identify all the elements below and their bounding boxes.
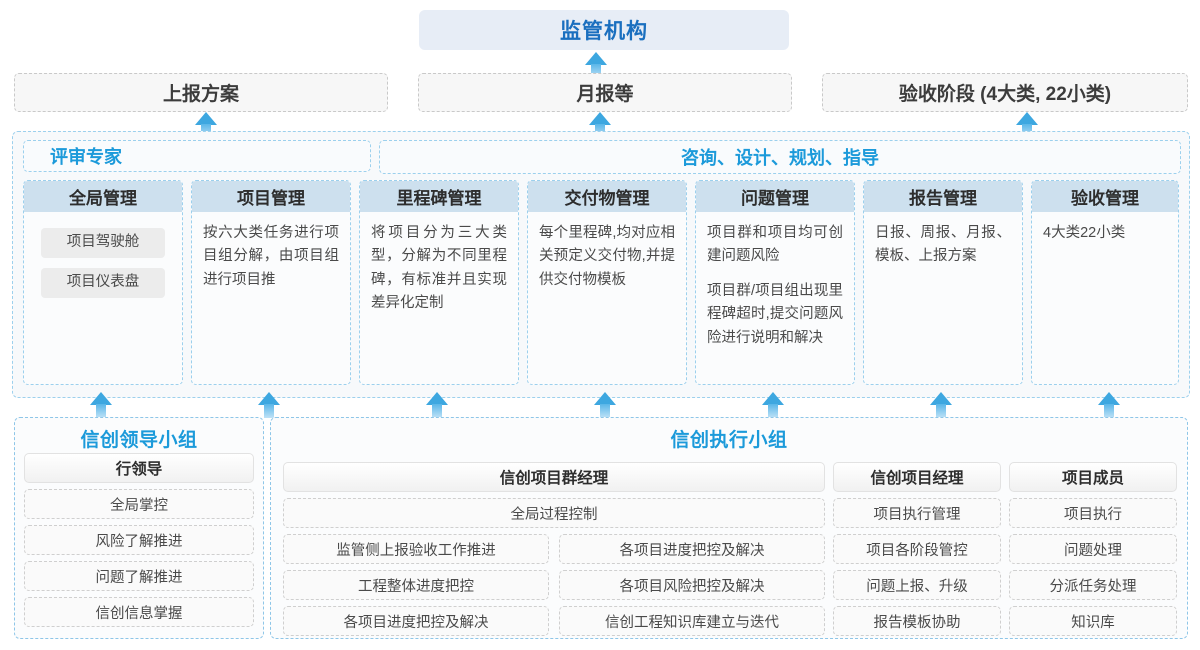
module-text: 将项目分为三大类型，分解为不同里程碑，有标准并且实现差异化定制 (371, 225, 507, 312)
execution-column-project-member: 项目成员 项目执行 问题处理 分派任务处理 知识库 (1009, 462, 1177, 642)
role-band-label: 咨询、设计、规划、指导 (681, 148, 879, 168)
arrow-up-icon-col-1 (90, 392, 112, 418)
role-band-reviewers: 评审专家 (23, 140, 371, 172)
role-band-consulting: 咨询、设计、规划、指导 (379, 140, 1181, 174)
arrow-up-icon-to-regulator (585, 52, 607, 78)
duty-item[interactable]: 监管侧上报验收工作推进 (283, 534, 549, 564)
module-text: 4大类22小类 (1043, 225, 1126, 241)
duty-item[interactable]: 项目执行 (1009, 498, 1177, 528)
module-body: 按六大类任务进行项目组分解，由项目组进行项目推 (192, 212, 350, 292)
arrow-up-icon-col-2 (258, 392, 280, 418)
duty-item[interactable]: 问题上报、升级 (833, 570, 1001, 600)
arrow-up-icon-col-3 (426, 392, 448, 418)
module-column-global[interactable]: 全局管理 项目驾驶舱 项目仪表盘 (23, 180, 183, 385)
role-band-label: 评审专家 (50, 147, 122, 167)
module-chip[interactable]: 项目驾驶舱 (41, 228, 165, 258)
group-title-leadership: 信创领导小组 (80, 430, 198, 451)
execution-group-panel: 信创执行小组 信创项目群经理 全局过程控制 监管侧上报验收工作推进 工程整体进度… (270, 417, 1188, 639)
module-chip[interactable]: 项目仪表盘 (41, 268, 165, 298)
duty-item[interactable]: 各项目进度把控及解决 (559, 534, 825, 564)
arrow-up-icon-col-4 (594, 392, 616, 418)
module-body: 将项目分为三大类型，分解为不同里程碑，有标准并且实现差异化定制 (360, 212, 518, 316)
module-text: 按六大类任务进行项目组分解，由项目组进行项目推 (203, 225, 339, 288)
module-header: 报告管理 (864, 181, 1022, 212)
module-body: 4大类22小类 (1032, 212, 1178, 245)
execution-column-program-manager: 信创项目群经理 全局过程控制 监管侧上报验收工作推进 工程整体进度把控 各项目进… (283, 462, 825, 642)
duty-item[interactable]: 风险了解推进 (24, 525, 254, 555)
report-box-acceptance: 验收阶段 (4大类, 22小类) (822, 73, 1188, 112)
module-body: 每个里程碑,均对应相关预定义交付物,并提供交付物模板 (528, 212, 686, 292)
regulator-box: 监管机构 (419, 10, 789, 50)
group-title-execution: 信创执行小组 (670, 430, 788, 451)
module-text: 日报、周报、月报、模板、上报方案 (875, 225, 1011, 265)
module-header: 交付物管理 (528, 181, 686, 212)
duty-item[interactable]: 项目各阶段管控 (833, 534, 1001, 564)
arrow-up-icon-col-5 (762, 392, 784, 418)
duty-item[interactable]: 信创工程知识库建立与迭代 (559, 606, 825, 636)
role-head-project-manager[interactable]: 信创项目经理 (833, 462, 1001, 492)
duty-item[interactable]: 全局掌控 (24, 489, 254, 519)
module-column-report[interactable]: 报告管理 日报、周报、月报、模板、上报方案 (863, 180, 1023, 385)
duty-item[interactable]: 知识库 (1009, 606, 1177, 636)
module-header: 问题管理 (696, 181, 854, 212)
module-column-deliverable[interactable]: 交付物管理 每个里程碑,均对应相关预定义交付物,并提供交付物模板 (527, 180, 687, 385)
execution-column-project-manager: 信创项目经理 项目执行管理 项目各阶段管控 问题上报、升级 报告模板协助 (833, 462, 1001, 642)
module-column-milestone[interactable]: 里程碑管理 将项目分为三大类型，分解为不同里程碑，有标准并且实现差异化定制 (359, 180, 519, 385)
module-header: 全局管理 (24, 181, 182, 212)
module-body: 项目群和项目均可创建问题风险 项目群/项目组出现里程碑超时,提交问题风险进行说明… (696, 212, 854, 350)
module-header: 项目管理 (192, 181, 350, 212)
module-body: 项目驾驶舱 项目仪表盘 (24, 212, 182, 298)
module-body: 日报、周报、月报、模板、上报方案 (864, 212, 1022, 269)
module-column-project[interactable]: 项目管理 按六大类任务进行项目组分解，由项目组进行项目推 (191, 180, 351, 385)
role-head-project-member[interactable]: 项目成员 (1009, 462, 1177, 492)
module-text: 项目群和项目均可创建问题风险 (707, 225, 843, 265)
module-header: 里程碑管理 (360, 181, 518, 212)
duty-item[interactable]: 项目执行管理 (833, 498, 1001, 528)
leadership-group-content: 行领导 全局掌控 风险了解推进 问题了解推进 信创信息掌握 (24, 453, 254, 633)
duty-item[interactable]: 分派任务处理 (1009, 570, 1177, 600)
module-header: 验收管理 (1032, 181, 1178, 212)
duty-item[interactable]: 报告模板协助 (833, 606, 1001, 636)
module-text: 项目群/项目组出现里程碑超时,提交问题风险进行说明和解决 (707, 282, 843, 346)
duty-item[interactable]: 全局过程控制 (283, 498, 825, 528)
duty-item[interactable]: 信创信息掌握 (24, 597, 254, 627)
duty-item[interactable]: 各项目进度把控及解决 (283, 606, 549, 636)
module-column-issue[interactable]: 问题管理 项目群和项目均可创建问题风险 项目群/项目组出现里程碑超时,提交问题风… (695, 180, 855, 385)
arrow-up-icon-col-6 (930, 392, 952, 418)
duty-item[interactable]: 工程整体进度把控 (283, 570, 549, 600)
role-head-program-manager[interactable]: 信创项目群经理 (283, 462, 825, 492)
arrow-up-icon-col-7 (1098, 392, 1120, 418)
module-text: 每个里程碑,均对应相关预定义交付物,并提供交付物模板 (539, 225, 675, 288)
report-box-plan: 上报方案 (14, 73, 388, 112)
report-box-monthly: 月报等 (418, 73, 792, 112)
duty-item[interactable]: 问题处理 (1009, 534, 1177, 564)
leadership-group-panel: 信创领导小组 行领导 全局掌控 风险了解推进 问题了解推进 信创信息掌握 (14, 417, 264, 639)
role-head-bank-leader[interactable]: 行领导 (24, 453, 254, 483)
platform-panel: 评审专家 咨询、设计、规划、指导 全局管理 项目驾驶舱 项目仪表盘 项目管理 按… (12, 131, 1190, 398)
duty-item[interactable]: 问题了解推进 (24, 561, 254, 591)
module-column-acceptance[interactable]: 验收管理 4大类22小类 (1031, 180, 1179, 385)
duty-item[interactable]: 各项目风险把控及解决 (559, 570, 825, 600)
